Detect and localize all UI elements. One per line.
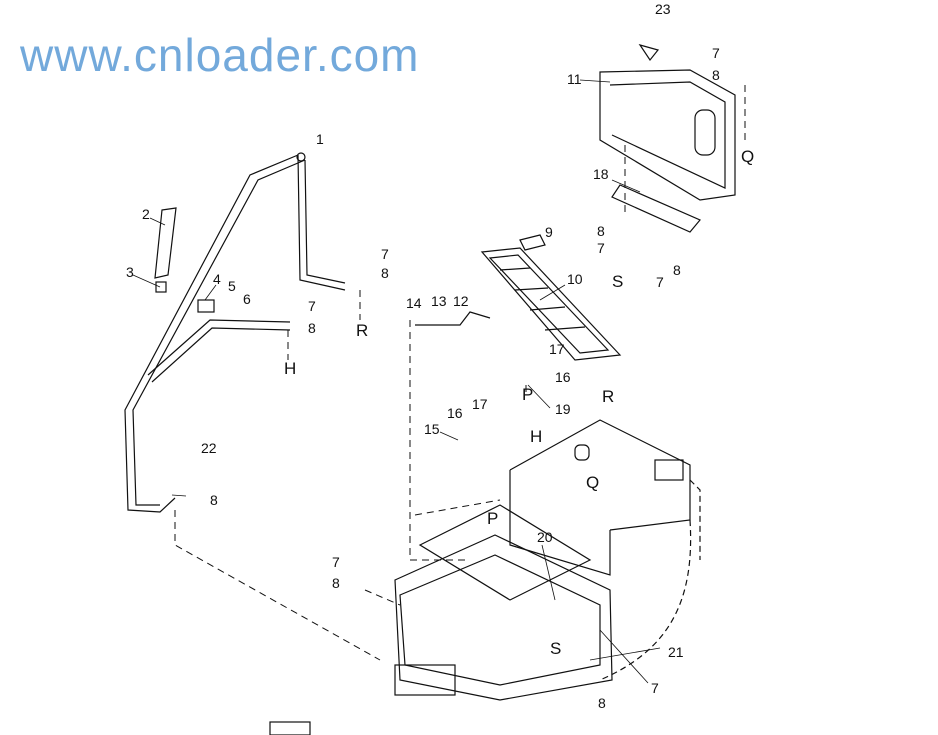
clip-part <box>519 234 546 251</box>
callout-label: 2 <box>142 206 150 222</box>
watermark-text: www.cnloader.com <box>20 29 420 81</box>
dashed-leader-lines <box>174 85 746 661</box>
callout-label: 16 <box>555 369 571 385</box>
callout-label: H <box>530 427 543 446</box>
callout-label: R <box>356 321 369 340</box>
callout-label: P <box>522 385 534 404</box>
callout-label: 8 <box>673 262 681 278</box>
callout-label: 8 <box>381 265 389 281</box>
callout-label: 18 <box>593 166 609 182</box>
leader-lines <box>132 79 661 684</box>
grille-part <box>480 247 622 361</box>
callout-label: 23 <box>655 1 671 17</box>
callout-label: 8 <box>210 492 218 508</box>
callout-label: 15 <box>424 421 440 437</box>
callout-label: 7 <box>656 274 664 290</box>
callout-label: 19 <box>555 401 571 417</box>
callout-label: 7 <box>332 554 340 570</box>
callout-label: 7 <box>651 680 659 696</box>
callout-label: 7 <box>712 45 720 61</box>
callout-label: 16 <box>447 405 463 421</box>
callout-label: R <box>602 387 615 406</box>
callout-label: 8 <box>597 223 605 239</box>
callout-label: 11 <box>567 71 582 87</box>
callout-label: 6 <box>243 291 251 307</box>
callout-label: 7 <box>308 298 316 314</box>
callout-label: 8 <box>712 67 720 83</box>
callout-label: 10 <box>567 271 583 287</box>
callout-label: 21 <box>668 644 684 660</box>
callout-label: 8 <box>332 575 340 591</box>
callout-label: 1 <box>316 131 324 147</box>
callout-label: Q <box>741 147 755 166</box>
callout-label: S <box>550 639 562 658</box>
callout-label: 17 <box>549 341 565 357</box>
callout-label: 9 <box>545 224 553 240</box>
box-body-part <box>269 419 701 735</box>
callout-label: 8 <box>598 695 606 711</box>
callout-label: S <box>612 272 624 291</box>
callout-label: 22 <box>201 440 217 456</box>
handrail-part <box>124 152 346 513</box>
mirror-part <box>154 207 215 313</box>
callout-label: 7 <box>597 240 605 256</box>
callout-label: 4 <box>213 271 221 287</box>
callout-label: 20 <box>537 529 553 545</box>
callout-label: 5 <box>228 278 236 294</box>
callout-label: 13 <box>431 293 447 309</box>
callout-label: 8 <box>308 320 316 336</box>
callout-label: 3 <box>126 264 134 280</box>
callout-label: 7 <box>381 246 389 262</box>
callout-label: P <box>487 509 499 528</box>
bracket-part <box>611 184 701 233</box>
latch-rod-part <box>415 311 491 326</box>
callout-label: 14 <box>406 295 422 311</box>
callout-label: Q <box>586 473 600 492</box>
callout-label: 12 <box>453 293 469 309</box>
callout-label: H <box>284 359 297 378</box>
side-cover-part <box>599 43 736 201</box>
callout-label: 17 <box>472 396 488 412</box>
